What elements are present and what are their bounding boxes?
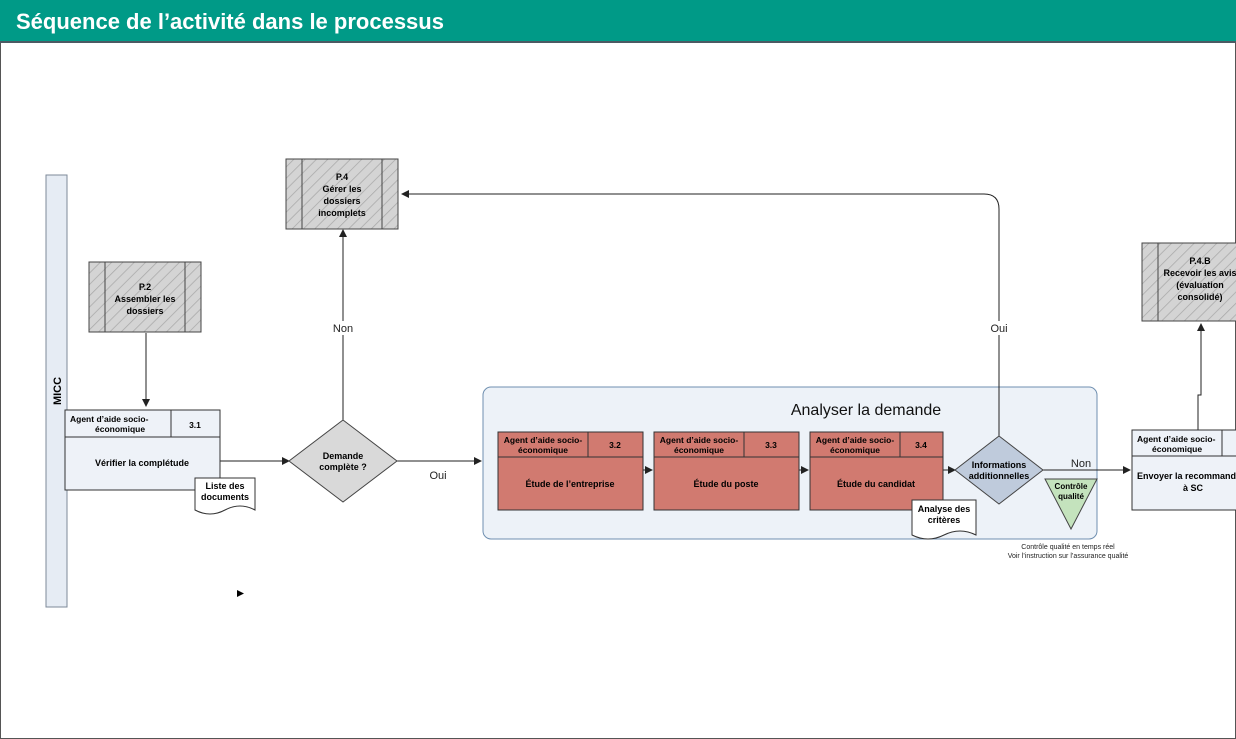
activity-title: Étude du candidat xyxy=(837,479,915,489)
activity-3-3: Agent d’aide socio- économique 3.3 Étude… xyxy=(653,431,800,511)
edge-a35-to-p4b xyxy=(1197,323,1205,430)
document-label: Analyse des xyxy=(918,504,971,514)
label-non-dec2: Non xyxy=(1071,458,1091,470)
activity-role: Agent d’aide socio- xyxy=(504,435,583,445)
activity-role: Agent d’aide socio- xyxy=(70,414,149,424)
note-text: Voir l’instruction sur l’assurance quali… xyxy=(1008,553,1129,560)
decision-label: additionnelles xyxy=(969,471,1030,481)
activity-role: économique xyxy=(518,445,568,455)
activity-title: à SC xyxy=(1183,483,1204,493)
activity-role: Agent d’aide socio- xyxy=(1137,434,1216,444)
ref-process-p2: P.2 Assembler les dossiers xyxy=(88,261,202,333)
activity-3-1: Agent d’aide socio- économique 3.1 Vérif… xyxy=(64,409,221,491)
ref-label: Recevoir les avis xyxy=(1163,268,1236,278)
ref-label: Assembler les xyxy=(114,294,175,304)
page-title: Séquence de l’activité dans le processus xyxy=(0,0,1236,43)
quality-label: Contrôle xyxy=(1055,482,1088,491)
document-label: Liste des xyxy=(205,481,244,491)
ref-label: dossiers xyxy=(323,196,360,206)
activity-number: 3.1 xyxy=(189,420,201,430)
quality-control-marker: Contrôle qualité xyxy=(1044,478,1098,531)
document-analyse-des-criteres: Analyse des critères xyxy=(911,499,977,540)
decision-label: Demande xyxy=(323,451,364,461)
group-title: Analyser la demande xyxy=(791,402,941,419)
activity-envoyer-recommandation: Agent d’aide socio- économique Envoyer l… xyxy=(1131,429,1236,511)
ref-code: P.2 xyxy=(139,282,151,292)
activity-3-2: Agent d’aide socio- économique 3.2 Étude… xyxy=(497,431,644,511)
ref-code: P.4 xyxy=(336,172,348,182)
ref-code: P.4.B xyxy=(1189,256,1211,266)
activity-number: 3.2 xyxy=(609,440,621,450)
activity-role: économique xyxy=(1152,444,1202,454)
activity-title: Vérifier la complétude xyxy=(95,458,189,468)
stray-arrowhead xyxy=(237,590,244,597)
ref-label: incomplets xyxy=(318,208,366,218)
activity-role: économique xyxy=(674,445,724,455)
activity-title: Envoyer la recommand xyxy=(1137,471,1236,481)
document-label: critères xyxy=(928,515,961,525)
activity-number: 3.3 xyxy=(765,440,777,450)
ref-process-p4b: P.4.B Recevoir les avis (évaluation cons… xyxy=(1141,242,1236,322)
quality-note: Contrôle qualité en temps réel Voir l’in… xyxy=(1008,544,1129,560)
edge-dec2-to-p4 xyxy=(401,190,1000,436)
decision-label: complète ? xyxy=(319,462,367,472)
activity-3-4: Agent d’aide socio- économique 3.4 Étude… xyxy=(809,431,944,511)
activity-title: Étude du poste xyxy=(694,479,759,489)
decision-demande-complete: Demande complète ? xyxy=(288,419,398,503)
activity-role: économique xyxy=(95,424,145,434)
swimlane-micc: MICC xyxy=(45,174,68,608)
decision-label: Informations xyxy=(972,460,1027,470)
note-text: Contrôle qualité en temps réel xyxy=(1021,544,1115,551)
activity-title: Étude de l’entreprise xyxy=(525,479,614,489)
ref-label: dossiers xyxy=(126,306,163,316)
label-oui-dec1: Oui xyxy=(429,470,446,482)
ref-process-p4: P.4 Gérer les dossiers incomplets xyxy=(285,158,399,230)
ref-label: (évaluation xyxy=(1176,280,1224,290)
activity-role: Agent d’aide socio- xyxy=(660,435,739,445)
activity-role: économique xyxy=(830,445,880,455)
label-non-dec1: Non xyxy=(333,323,353,335)
decision-informations-additionnelles: Informations additionnelles xyxy=(954,435,1044,505)
label-oui-dec2: Oui xyxy=(990,323,1007,335)
lane-label: MICC xyxy=(52,377,64,405)
ref-label: Gérer les xyxy=(322,184,361,194)
activity-number: 3.4 xyxy=(915,440,927,450)
document-label: documents xyxy=(201,492,249,502)
quality-label: qualité xyxy=(1058,492,1084,501)
activity-role: Agent d’aide socio- xyxy=(816,435,895,445)
document-liste-des-documents: Liste des documents xyxy=(194,477,256,515)
ref-label: consolidé) xyxy=(1177,292,1222,302)
